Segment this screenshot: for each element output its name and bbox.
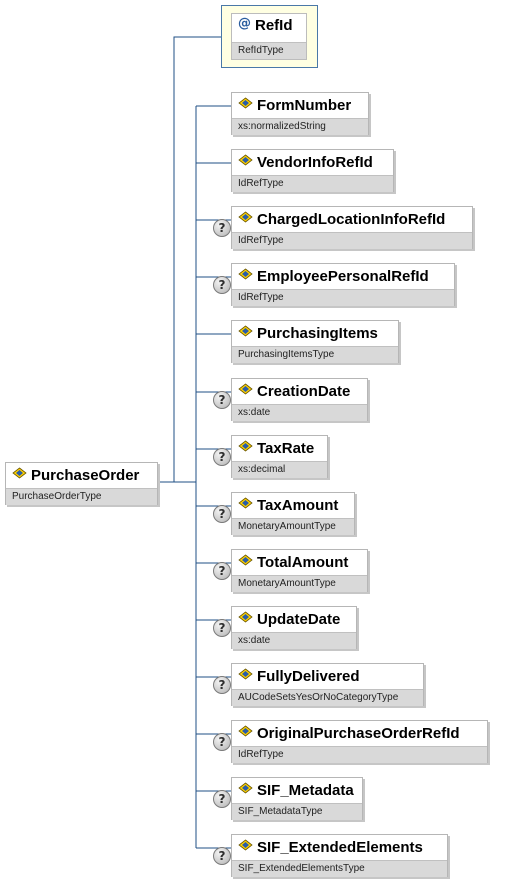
element-header: SIF_ExtendedElements [232, 835, 447, 860]
element-type: SIF_MetadataType [232, 803, 362, 820]
element-icon [238, 440, 253, 452]
element-header: PurchasingItems [232, 321, 398, 346]
element-name: SIF_Metadata [257, 782, 354, 799]
element-creation-date[interactable]: CreationDate xs:date [231, 378, 368, 421]
element-icon [238, 211, 253, 223]
optional-icon: ? [213, 676, 231, 694]
element-header: FormNumber [232, 93, 368, 118]
optional-icon: ? [213, 619, 231, 637]
attribute-connector [158, 36, 221, 483]
attribute-icon: @ [238, 16, 251, 31]
element-type: IdRefType [232, 746, 487, 763]
element-header: TotalAmount [232, 550, 367, 575]
element-name: OriginalPurchaseOrderRefId [257, 725, 460, 742]
element-icon [238, 497, 253, 509]
element-type: xs:decimal [232, 461, 327, 478]
optional-icon: ? [213, 276, 231, 294]
optional-icon: ? [213, 562, 231, 580]
root-name: PurchaseOrder [31, 467, 140, 484]
element-icon [238, 839, 253, 851]
element-name: VendorInfoRefId [257, 154, 373, 171]
element-name: FullyDelivered [257, 668, 360, 685]
optional-icon: ? [213, 790, 231, 808]
element-type: xs:normalizedString [232, 118, 368, 135]
element-icon [238, 97, 253, 109]
element-name: UpdateDate [257, 611, 341, 628]
element-type: MonetaryAmountType [232, 575, 367, 592]
element-type: MonetaryAmountType [232, 518, 354, 535]
element-type: xs:date [232, 404, 367, 421]
element-type: PurchasingItemsType [232, 346, 398, 363]
optional-icon: ? [213, 219, 231, 237]
attribute-type: RefIdType [232, 42, 306, 59]
element-name: ChargedLocationInfoRefId [257, 211, 446, 228]
element-type: IdRefType [232, 289, 454, 306]
element-name: PurchasingItems [257, 325, 378, 342]
element-header: EmployeePersonalRefId [232, 264, 454, 289]
element-header: OriginalPurchaseOrderRefId [232, 721, 487, 746]
element-icon [238, 668, 253, 680]
element-header: FullyDelivered [232, 664, 423, 689]
element-form-number[interactable]: FormNumber xs:normalizedString [231, 92, 369, 135]
optional-icon: ? [213, 448, 231, 466]
element-update-date[interactable]: UpdateDate xs:date [231, 606, 357, 649]
element-icon [238, 554, 253, 566]
attribute-ref-id[interactable]: @ RefId RefIdType [231, 13, 307, 60]
root-type: PurchaseOrderType [6, 488, 157, 505]
element-icon [238, 725, 253, 737]
element-type: AUCodeSetsYesOrNoCategoryType [232, 689, 423, 706]
element-icon [12, 467, 27, 479]
element-icon [238, 325, 253, 337]
element-icon [238, 383, 253, 395]
element-name: TaxRate [257, 440, 315, 457]
element-icon [238, 782, 253, 794]
element-header: VendorInfoRefId [232, 150, 393, 175]
element-type: xs:date [232, 632, 356, 649]
attribute-name: RefId [255, 17, 293, 34]
element-header: UpdateDate [232, 607, 356, 632]
element-header: SIF_Metadata [232, 778, 362, 803]
optional-icon: ? [213, 733, 231, 751]
element-type: SIF_ExtendedElementsType [232, 860, 447, 877]
element-tax-rate[interactable]: TaxRate xs:decimal [231, 435, 328, 478]
element-icon [238, 268, 253, 280]
optional-icon: ? [213, 847, 231, 865]
element-type: IdRefType [232, 232, 472, 249]
element-name: CreationDate [257, 383, 351, 400]
element-name: TaxAmount [257, 497, 339, 514]
element-name: TotalAmount [257, 554, 349, 571]
root-element-purchase-order[interactable]: PurchaseOrder PurchaseOrderType [5, 462, 158, 505]
element-icon [238, 154, 253, 166]
element-header: ChargedLocationInfoRefId [232, 207, 472, 232]
optional-icon: ? [213, 505, 231, 523]
element-type: IdRefType [232, 175, 393, 192]
optional-icon: ? [213, 391, 231, 409]
element-name: SIF_ExtendedElements [257, 839, 423, 856]
attributes-group: @ RefId RefIdType [221, 5, 318, 68]
element-header: CreationDate [232, 379, 367, 404]
element-header: TaxRate [232, 436, 327, 461]
element-header: TaxAmount [232, 493, 354, 518]
element-name: EmployeePersonalRefId [257, 268, 429, 285]
element-name: FormNumber [257, 97, 352, 114]
element-icon [238, 611, 253, 623]
